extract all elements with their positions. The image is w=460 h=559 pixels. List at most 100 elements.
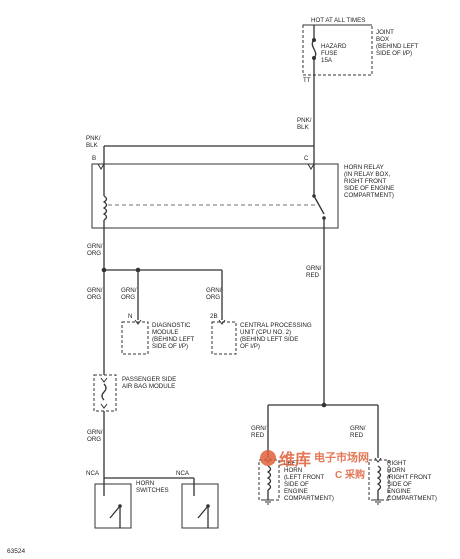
right-horn: RIGHT HORN (RIGHT FRONT SIDE OF ENGINE C… — [368, 457, 437, 505]
cpu-connector — [218, 319, 226, 325]
fuse-label-line-2: FUSE — [321, 50, 338, 57]
cpu-label-3: (BEHIND LEFT SIDE — [240, 336, 298, 343]
watermark-en: C 采购 — [335, 468, 365, 481]
left-horn-label-5: ENGINE — [284, 488, 308, 495]
relay-terminal-c: C — [304, 155, 309, 162]
cpu-label-1: CENTRAL PROCESSING — [240, 322, 312, 329]
figure-id: 63524 — [7, 548, 25, 555]
left-horn-label-4: SIDE OF — [284, 481, 309, 488]
feed-wire-label-1: PNK/ — [297, 117, 312, 124]
horn-relay — [91, 163, 339, 229]
horn-switch-left-box — [94, 483, 132, 529]
relay-title-1: HORN RELAY — [344, 164, 384, 171]
grn-red-label-1b: RED — [306, 272, 320, 279]
airbag-connector-bottom — [100, 403, 108, 409]
horn-switch-terminal-left: NCA — [86, 470, 100, 477]
cpu-label-2: UNIT (CPU NO. 2) — [240, 329, 291, 336]
diagnostic-module: N DIAGNOSTIC MODULE (BEHIND LEFT SIDE OF… — [121, 313, 195, 355]
horn-switch-right-blade — [197, 505, 209, 519]
grn-org-label-2a: GRN/ — [87, 287, 103, 294]
joint-box: HOT AT ALL TIMES HAZARD FUSE 15A JOINT B… — [302, 17, 419, 84]
horn-relay-box — [91, 163, 339, 229]
grn-org-label-3a: GRN/ — [121, 287, 137, 294]
right-horn-connector — [374, 457, 382, 463]
grn-red-label-2b: RED — [251, 432, 265, 439]
watermark-cn-main: 维库 — [279, 450, 311, 469]
horn-switches-label-2: SWITCHES — [136, 487, 169, 494]
diag-module-box — [121, 321, 149, 355]
airbag-coil — [101, 383, 107, 401]
fuse-terminal-label: TT — [303, 77, 311, 84]
grn-red-label-1a: GRN/ — [306, 265, 322, 272]
joint-box-location-1: JOINT — [376, 29, 394, 36]
horn-switch-left-blade — [109, 505, 121, 519]
grn-org-label-3b: ORG — [121, 294, 135, 301]
grn-org-label-1a: GRN/ — [87, 243, 103, 250]
joint-box-location-2: BOX — [376, 36, 389, 43]
cpu-module: 2B CENTRAL PROCESSING UNIT (CPU NO. 2) (… — [210, 313, 312, 355]
grn-org-label-1b: ORG — [87, 250, 101, 257]
diag-terminal-label: N — [128, 313, 132, 320]
cpu-box — [211, 321, 237, 355]
fuse-element — [311, 39, 317, 59]
airbag-connector-top — [100, 377, 108, 383]
relay-terminal-b: B — [92, 155, 96, 162]
watermark-cn-sub: 电子市场网 — [314, 450, 369, 464]
feed-wire-in-label-2: BLK — [86, 142, 99, 149]
diag-label-4: SIDE OF I/P) — [152, 343, 188, 350]
cpu-terminal-label: 2B — [210, 313, 218, 320]
right-horn-label-4: SIDE OF — [387, 481, 412, 488]
fuse-label-line-1: HAZARD — [321, 43, 347, 50]
relay-title-3: RIGHT FRONT — [344, 178, 386, 185]
airbag-label-1: PASSENGER SIDE — [122, 376, 176, 383]
horn-switches-label-1: HORN — [136, 480, 154, 487]
relay-title-4: SIDE OF ENGINE — [344, 185, 394, 192]
relay-title-5: COMPARTMENT) — [344, 192, 394, 199]
watermark: 维库 电子市场网 C 采购 — [260, 450, 369, 481]
feed-wire-label-2: BLK — [297, 124, 310, 131]
left-horn-label-6: COMPARTMENT) — [284, 495, 334, 502]
airbag-module-box — [93, 374, 117, 412]
right-horn-label-1: RIGHT — [387, 460, 406, 467]
grn-org-label-4a: GRN/ — [206, 287, 222, 294]
grn-red-label-2a: GRN/ — [251, 425, 267, 432]
diag-label-2: MODULE — [152, 329, 178, 336]
feed-wire-in-label-1: PNK/ — [86, 135, 101, 142]
relay-switch-blade — [313, 195, 325, 215]
joint-box-outline — [302, 24, 373, 76]
watermark-logo-icon — [260, 450, 276, 466]
left-horn-label-3: (LEFT FRONT — [284, 474, 324, 481]
horn-switches: NCA NCA HORN SWITCHES — [86, 470, 219, 529]
fuse-label-line-3: 15A — [321, 57, 333, 64]
diag-label-3: (BEHIND LEFT — [152, 336, 195, 343]
left-horn-coil — [266, 465, 272, 491]
right-horn-label-6: COMPARTMENT) — [387, 495, 437, 502]
hot-at-all-times-label: HOT AT ALL TIMES — [311, 17, 365, 24]
right-horn-label-3: (RIGHT FRONT — [387, 474, 431, 481]
airbag-module: PASSENGER SIDE AIR BAG MODULE — [93, 374, 176, 412]
joint-box-location-3: (BEHIND LEFT — [376, 43, 419, 50]
left-horn-label-2: HORN — [284, 467, 302, 474]
diag-connector — [134, 319, 142, 325]
grn-org-label-5b: ORG — [87, 436, 101, 443]
grn-red-label-3a: GRN/ — [350, 425, 366, 432]
right-horn-coil — [376, 465, 382, 491]
joint-box-location-4: SIDE OF I/P) — [376, 50, 412, 57]
grn-org-label-2b: ORG — [87, 294, 101, 301]
left-horn-label-1: LEFT — [284, 460, 299, 467]
diag-label-1: DIAGNOSTIC — [152, 322, 191, 329]
right-horn-label-2: HORN — [387, 467, 405, 474]
relay-title-2: (IN RELAY BOX, — [344, 171, 390, 178]
grn-org-label-4b: ORG — [206, 294, 220, 301]
cpu-label-4: OF I/P) — [240, 343, 260, 350]
right-horn-label-5: ENGINE — [387, 488, 411, 495]
airbag-label-2: AIR BAG MODULE — [122, 383, 175, 390]
grn-red-label-3b: RED — [350, 432, 364, 439]
relay-coil — [102, 195, 108, 221]
relay-terminal-marker-b — [97, 163, 105, 170]
horn-switch-terminal-right: NCA — [176, 470, 190, 477]
relay-terminal-marker-c — [307, 163, 315, 170]
horn-switch-right-box — [181, 483, 219, 529]
grn-org-label-5a: GRN/ — [87, 429, 103, 436]
